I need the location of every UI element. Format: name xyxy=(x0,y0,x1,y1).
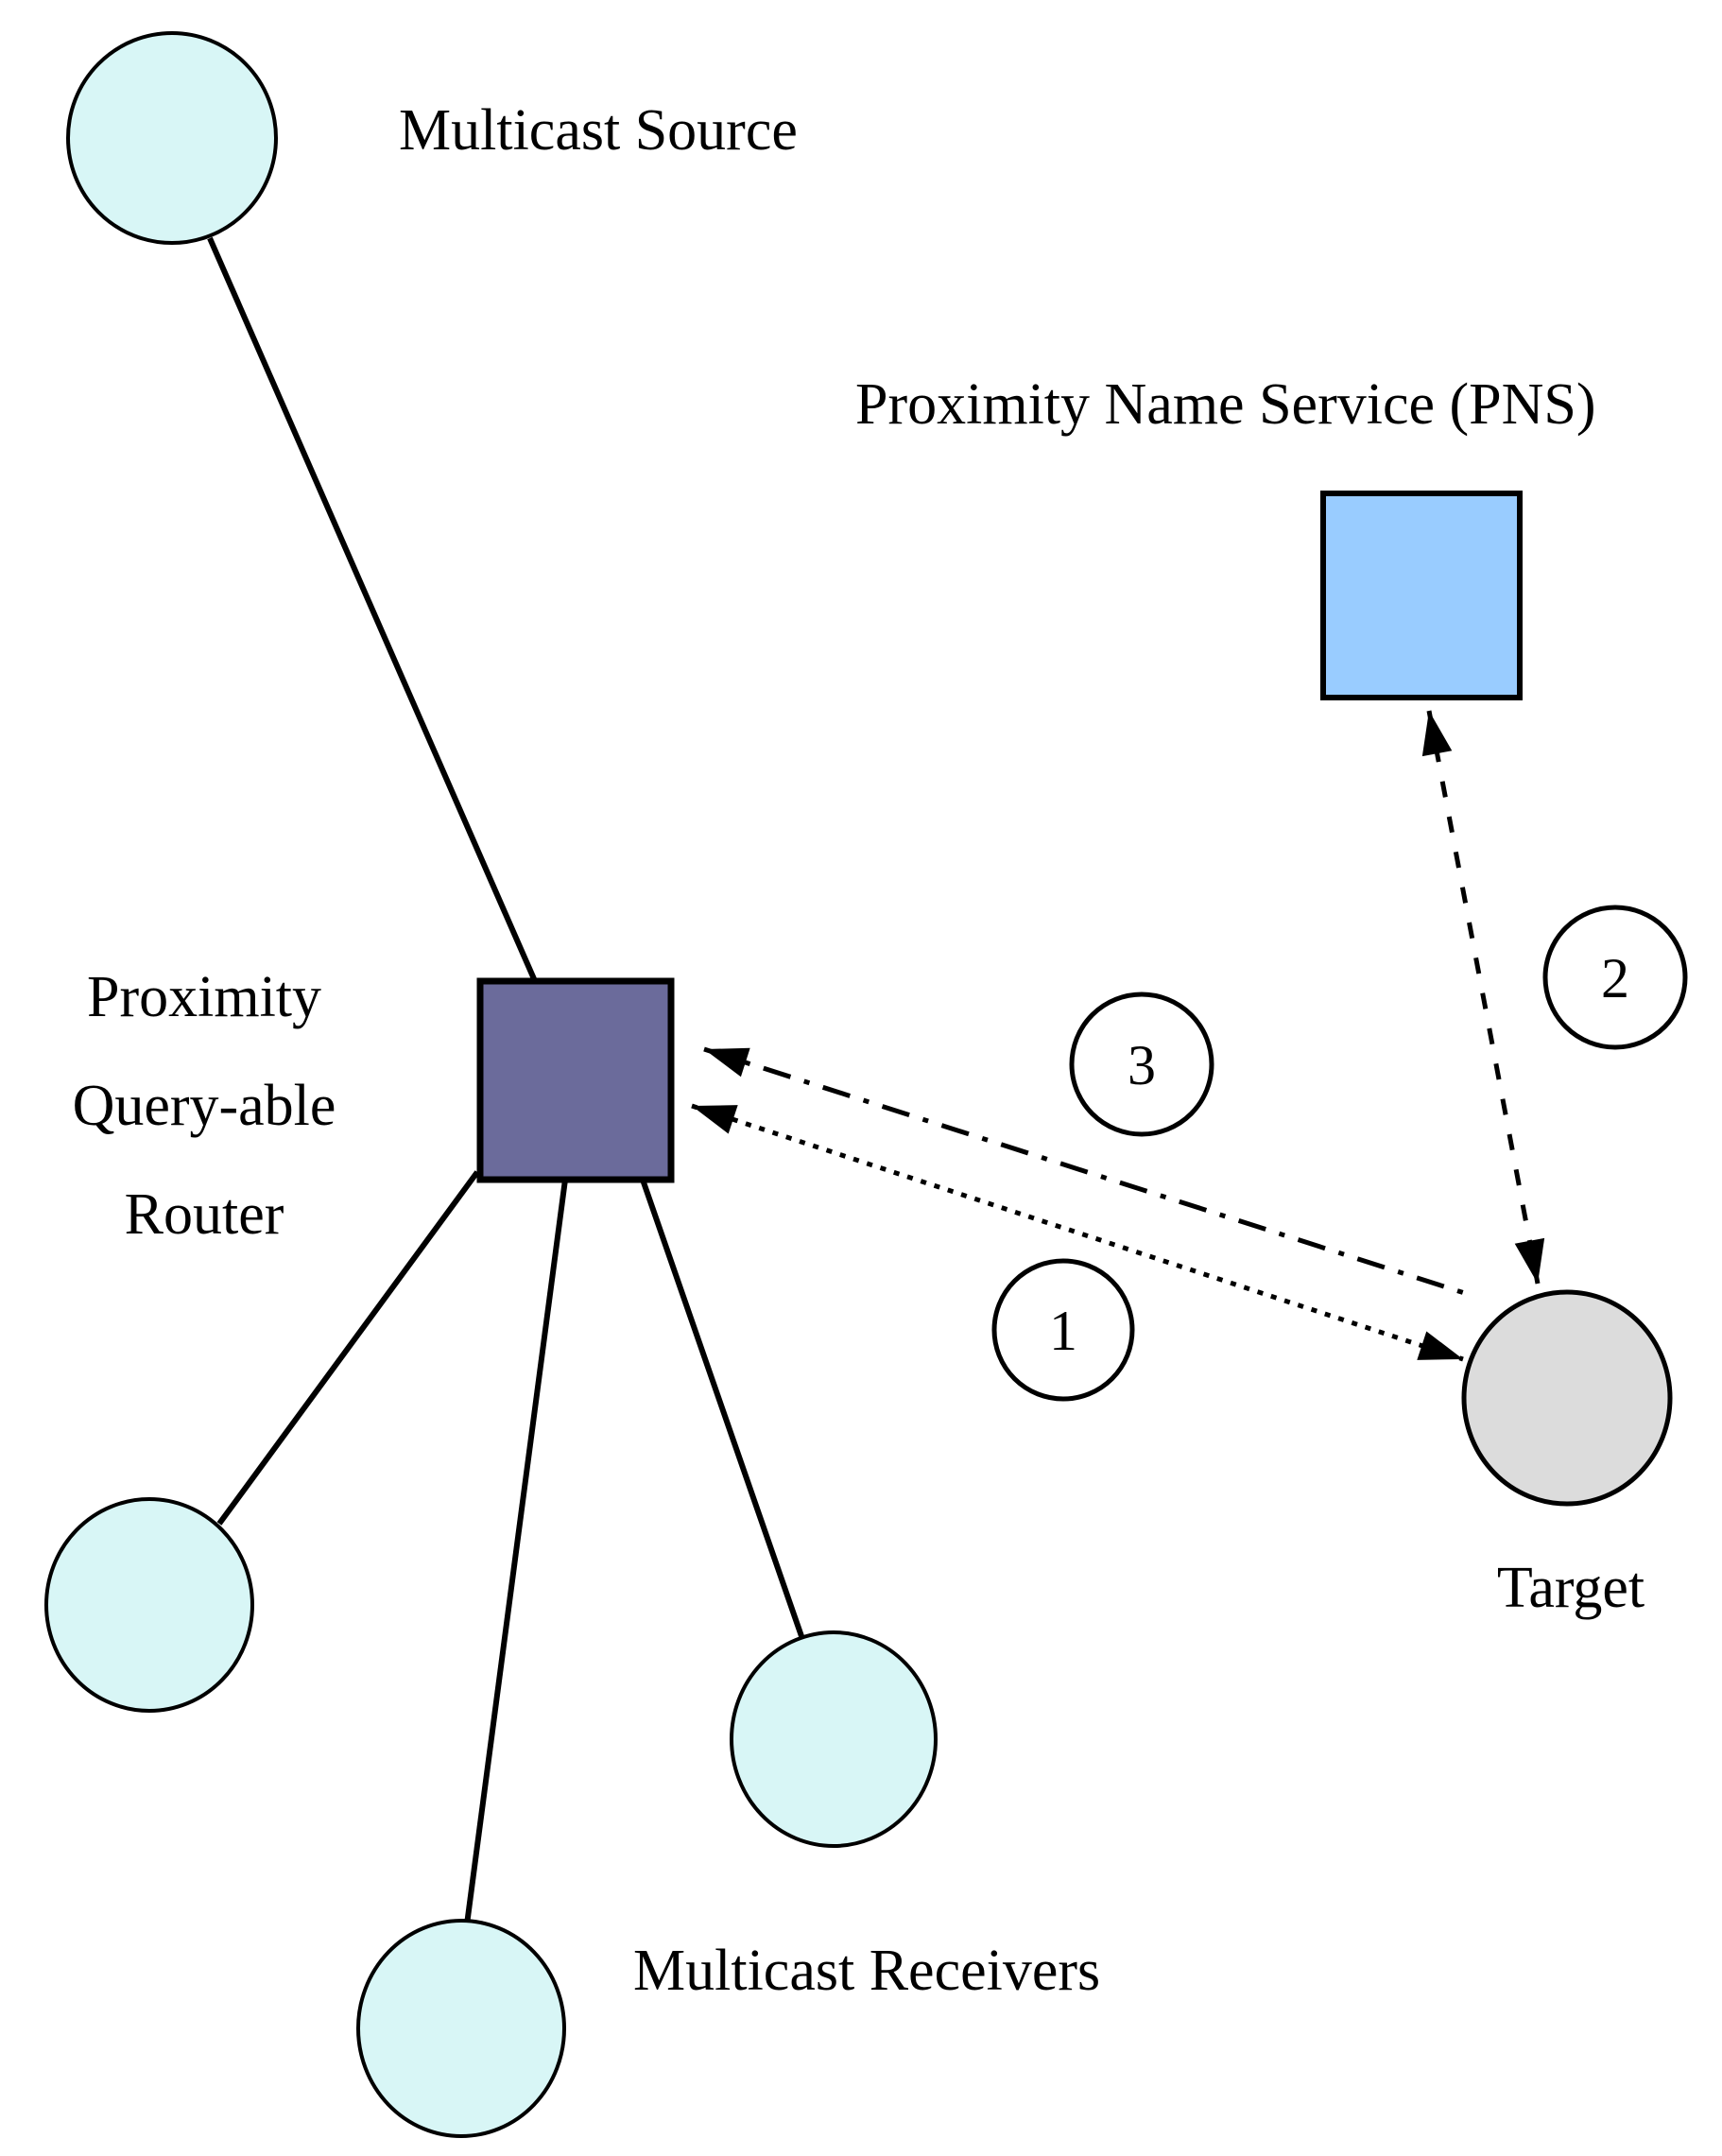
edge-router-to-receiver-left xyxy=(216,1170,480,1526)
receiver-middle-node xyxy=(356,1919,566,2138)
pns-node xyxy=(1320,491,1523,700)
multicast-source-node xyxy=(66,31,278,245)
router-label-line2: Query-able xyxy=(73,1074,336,1138)
multicast-receivers-label: Multicast Receivers xyxy=(633,1939,1100,2003)
arrow-step2-dashed-target-pns xyxy=(1421,710,1545,1285)
step-marker-2-label: 2 xyxy=(1601,947,1629,1009)
multicast-tree-edges xyxy=(207,236,804,1925)
edge-router-to-receiver-middle xyxy=(464,1179,568,1925)
step-marker-3-circle xyxy=(1069,992,1214,1137)
multicast-source-label: Multicast Source xyxy=(399,98,798,163)
step-marker-2-circle xyxy=(1542,905,1688,1050)
step-marker-2: 2 xyxy=(1542,905,1688,1050)
target-label: Target xyxy=(1497,1556,1645,1620)
step-marker-1-label: 1 xyxy=(1049,1300,1077,1362)
pns-label: Proximity Name Service (PNS) xyxy=(855,372,1596,437)
step-marker-3-label: 3 xyxy=(1128,1034,1156,1096)
router-label-line1: Proximity xyxy=(87,965,321,1029)
arrow-step3-dashdot-target-router xyxy=(703,1046,1477,1300)
step-marker-1: 1 xyxy=(991,1258,1135,1402)
edge-router-to-receiver-right xyxy=(640,1179,804,1637)
receiver-right-node xyxy=(730,1630,938,1848)
edge-source-to-router xyxy=(207,236,538,983)
step-marker-3: 3 xyxy=(1069,992,1214,1137)
step-arrows xyxy=(691,710,1545,1362)
step-marker-1-circle xyxy=(991,1258,1135,1402)
target-node xyxy=(1461,1289,1673,1507)
router-label-line3: Router xyxy=(125,1182,284,1247)
receiver-left-node xyxy=(44,1497,254,1713)
router-label: Proximity Query-able Router xyxy=(73,965,336,1247)
router-node xyxy=(476,977,675,1183)
